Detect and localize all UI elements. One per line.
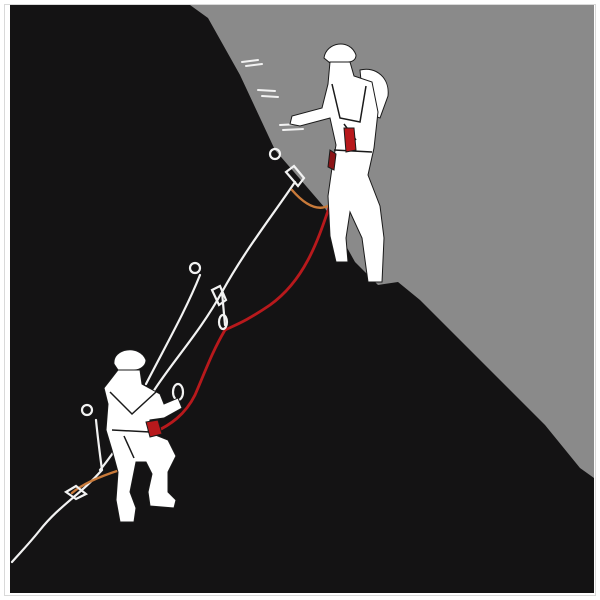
upper-worker-gear bbox=[328, 150, 336, 170]
helmet-icon bbox=[114, 350, 146, 370]
upper-worker-gear bbox=[344, 128, 356, 152]
